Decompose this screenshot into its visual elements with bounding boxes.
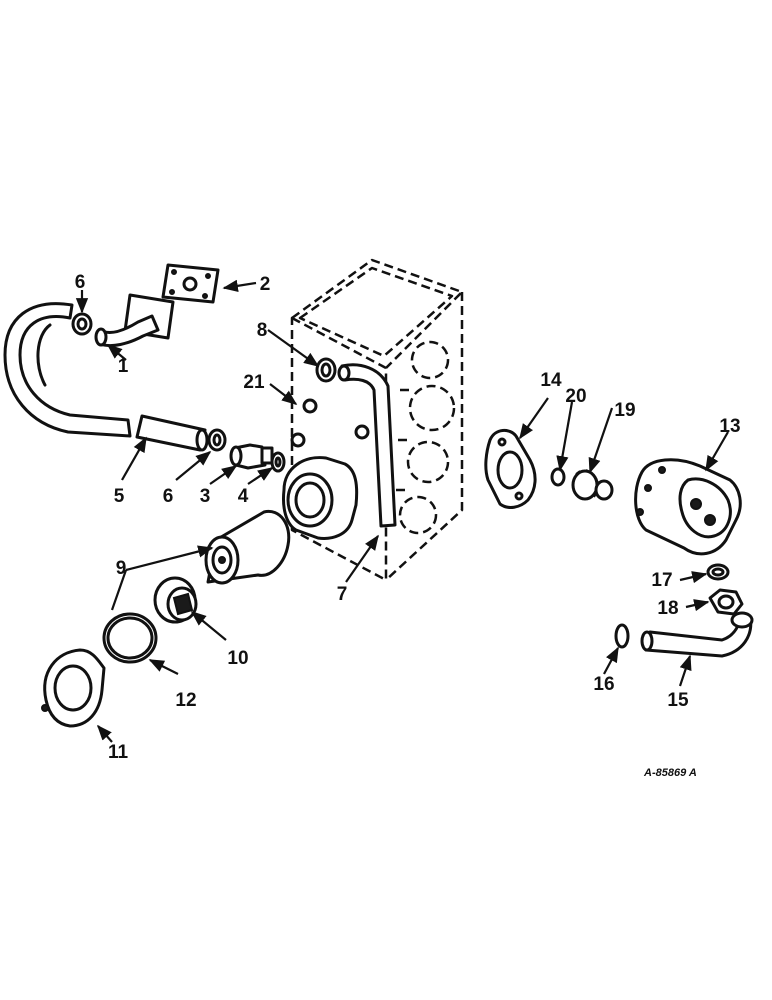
callout-15: 15 <box>667 690 689 711</box>
hose-segment-5 <box>135 414 209 452</box>
callout-21: 21 <box>243 372 265 393</box>
o-ring-8 <box>315 357 337 383</box>
callout-20: 20 <box>565 386 586 407</box>
callout-10: 10 <box>227 648 248 669</box>
callout-13: 13 <box>719 416 740 437</box>
cover-11 <box>41 648 106 728</box>
gear-19 <box>571 469 614 501</box>
callout-12: 12 <box>175 690 196 711</box>
callout-3: 3 <box>200 486 211 507</box>
o-ring-16 <box>614 623 630 649</box>
gasket-14 <box>484 429 537 509</box>
callout-7: 7 <box>337 584 348 605</box>
o-ring-12 <box>102 612 158 664</box>
callout-1: 1 <box>118 356 129 377</box>
tube-15 <box>640 611 754 658</box>
callout-11: 11 <box>108 742 129 763</box>
callout-16: 16 <box>593 674 614 695</box>
callout-labels: 1 2 3 4 5 6 6 7 8 9 10 11 12 13 14 15 16… <box>75 272 741 779</box>
relief-valve-10 <box>153 576 198 624</box>
callout-2: 2 <box>260 274 271 295</box>
callout-5: 5 <box>114 486 125 507</box>
hose-clamp-6-upper <box>71 312 93 336</box>
gasket-plate-2 <box>161 263 220 304</box>
drawing-number: A-85869 A <box>643 767 697 779</box>
callout-17: 17 <box>651 570 672 591</box>
callout-6-upper: 6 <box>75 272 86 293</box>
callout-14: 14 <box>540 370 562 391</box>
hose-5 <box>3 302 132 438</box>
tube-7 <box>337 363 397 528</box>
o-ring-17 <box>706 563 730 581</box>
callout-6-lower: 6 <box>163 486 174 507</box>
washer-20 <box>550 467 566 487</box>
callout-4: 4 <box>238 486 249 507</box>
housing-dashed <box>290 258 464 582</box>
callout-18: 18 <box>657 598 678 619</box>
callout-8: 8 <box>257 320 268 341</box>
elbow-flange-1 <box>94 293 175 348</box>
callout-19: 19 <box>614 400 635 421</box>
nut-18 <box>708 588 744 616</box>
fitting-3 <box>229 443 274 470</box>
o-ring-4 <box>270 451 286 473</box>
callout-9: 9 <box>116 558 127 579</box>
filter-opening <box>282 456 359 540</box>
leader-lines <box>75 279 729 743</box>
pump-13 <box>634 458 742 556</box>
hose-clamp-6-lower <box>207 428 227 452</box>
filter-cartridge-9 <box>204 509 291 585</box>
